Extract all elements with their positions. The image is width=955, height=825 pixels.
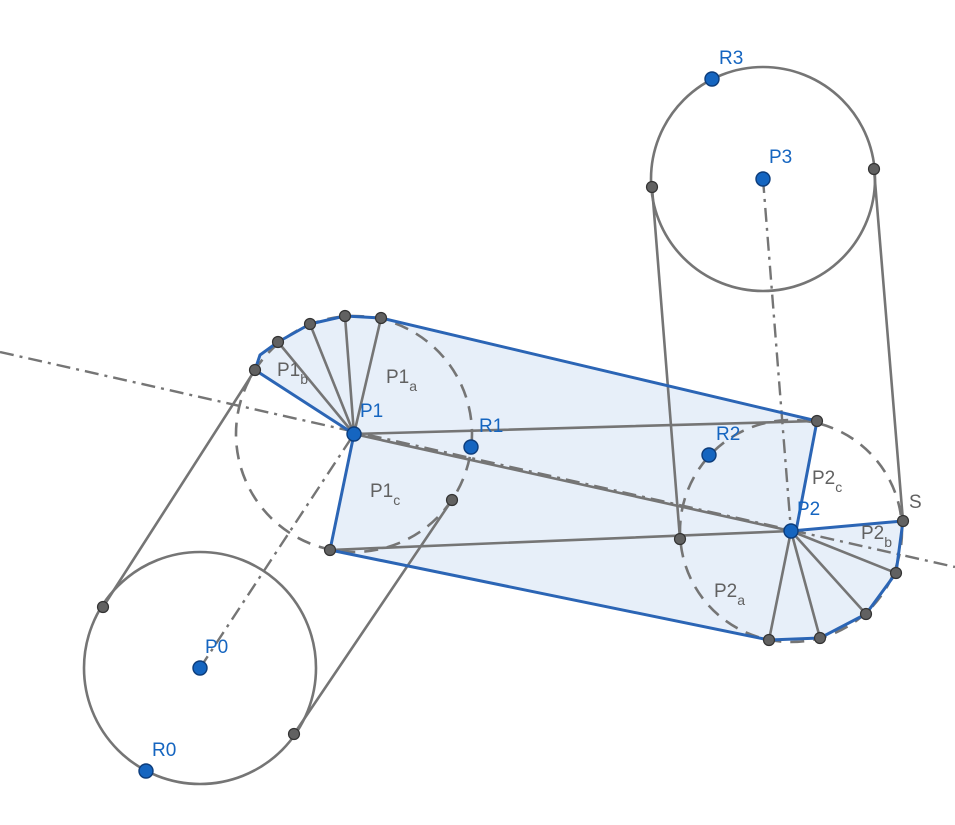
point-tangent-r0-left[interactable] (96, 600, 110, 614)
label-p2c-sub: c (835, 479, 842, 495)
fan-p1-3 (343, 314, 356, 436)
label-r1: R1 (479, 416, 503, 437)
fan-p2-3 (789, 529, 822, 640)
point-arc-p2-3[interactable] (813, 631, 827, 645)
label-p0: P0 (205, 637, 228, 658)
point-r2-top[interactable] (810, 414, 824, 428)
label-p1a-main: P1 (386, 367, 409, 388)
point-arc-p1-0[interactable] (248, 363, 262, 377)
point-s[interactable] (896, 514, 910, 528)
point-arc-p2-1[interactable] (889, 566, 903, 580)
point-tangent-r0-right[interactable] (287, 727, 301, 741)
label-p1a-sub: a (409, 378, 417, 394)
region-boundary (253, 314, 905, 642)
point-p0[interactable] (192, 660, 208, 676)
boundary-top (379, 316, 819, 423)
blue-points (138, 71, 799, 779)
label-p3: P3 (769, 147, 792, 168)
label-p1c-main: P1 (370, 481, 393, 502)
point-arc-p1-2[interactable] (303, 317, 317, 331)
swept-region (255, 316, 903, 640)
tangent-left-lower (101, 368, 257, 609)
gray-points (96, 162, 910, 741)
boundary-r2-side (794, 419, 819, 533)
label-r2: R2 (716, 424, 740, 445)
segment-p1-r2top (352, 419, 819, 436)
point-r0[interactable] (138, 763, 154, 779)
construction-lines (101, 167, 905, 736)
boundary-p2-s (789, 519, 905, 533)
point-region-bottom-left[interactable] (323, 543, 337, 557)
label-p2a-main: P2 (714, 581, 737, 602)
label-p2b-sub: b (884, 534, 892, 550)
label-p1b-main: P1 (277, 360, 300, 381)
label-p1c-sub: c (393, 492, 400, 508)
label-p1c: P1c (370, 481, 400, 508)
point-r1[interactable] (463, 439, 479, 455)
fan-p2-1 (789, 529, 898, 575)
point-r1-lower[interactable] (445, 493, 459, 507)
label-p1a: P1a (386, 367, 417, 394)
circle-r0 (82, 550, 318, 786)
axis-p0-p1 (198, 433, 356, 669)
fan-p2-4 (767, 529, 793, 642)
segment-p1-p2 (352, 432, 793, 533)
tangent-right-right (872, 167, 905, 523)
fan-p2-2 (789, 529, 868, 616)
fan-p1-4 (352, 316, 383, 436)
label-p2a: P2a (714, 581, 745, 608)
label-p2a-sub: a (737, 592, 745, 608)
point-tangent-r3-right[interactable] (867, 162, 881, 176)
label-p1: P1 (360, 401, 383, 422)
axis-p3-p2 (761, 178, 793, 532)
label-r3: R3 (719, 48, 743, 69)
point-r2-left[interactable] (673, 532, 687, 546)
point-p2[interactable] (783, 523, 799, 539)
label-r0: R0 (152, 740, 176, 761)
point-arc-p1-4[interactable] (374, 311, 388, 325)
fan-p1-1 (276, 340, 356, 436)
point-arc-p1-3[interactable] (338, 309, 352, 323)
fan-p1-2 (308, 322, 356, 436)
tangent-left-upper (292, 498, 454, 736)
label-p2b-main: P2 (861, 523, 884, 544)
label-s: S (909, 492, 922, 513)
boundary-p1-left (253, 368, 356, 436)
point-arc-p2-2[interactable] (859, 607, 873, 621)
tangent-right-left (650, 185, 682, 541)
label-p2c: P2c (812, 468, 842, 495)
boundary-bottom (328, 548, 771, 642)
point-p1[interactable] (346, 426, 362, 442)
point-tangent-r3-left[interactable] (645, 180, 659, 194)
boundary-left (328, 432, 356, 552)
label-p1b-sub: b (300, 371, 308, 387)
label-p1b: P1b (277, 360, 308, 387)
label-p2: P2 (797, 499, 820, 520)
segment-bottom-p2 (328, 529, 793, 552)
label-p2b: P2b (861, 523, 892, 550)
label-p2c-main: P2 (812, 468, 835, 489)
point-r2[interactable] (701, 447, 717, 463)
point-r3[interactable] (704, 71, 720, 87)
point-arc-p1-1[interactable] (271, 335, 285, 349)
point-arc-p2-4[interactable] (762, 633, 776, 647)
point-p3[interactable] (755, 171, 771, 187)
